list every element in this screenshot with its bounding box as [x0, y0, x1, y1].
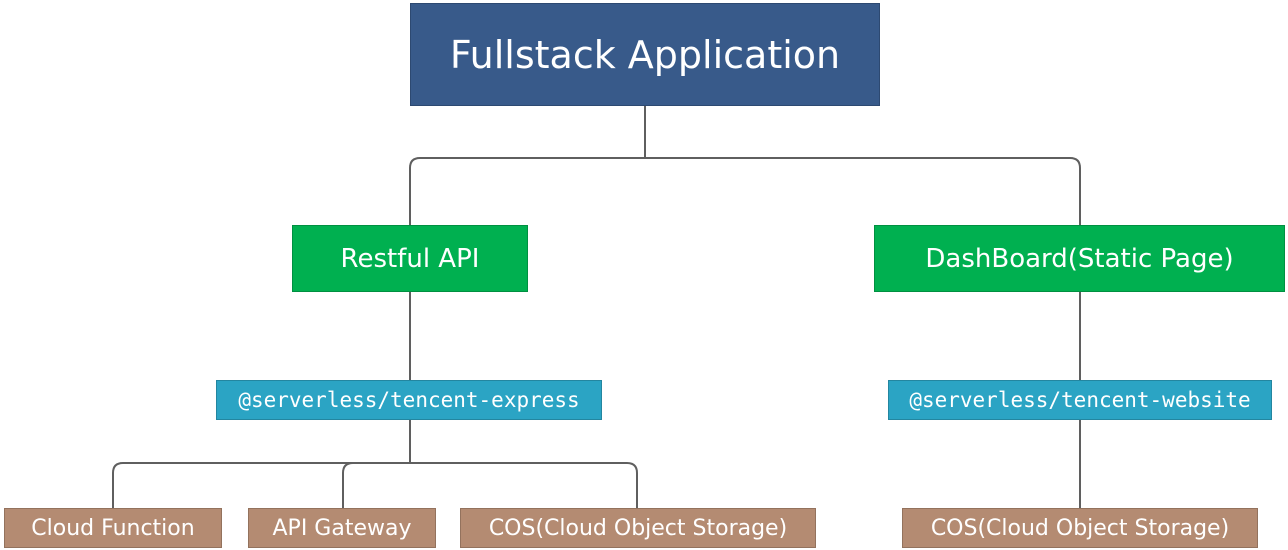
node-label: COS(Cloud Object Storage) — [488, 515, 788, 541]
edge-express-to-api-gateway — [342, 462, 410, 508]
edge-root-to-dashboard — [645, 157, 1081, 225]
node-label: DashBoard(Static Page) — [925, 243, 1234, 274]
node-label: API Gateway — [272, 515, 412, 541]
edge-express-to-cloud-function — [112, 462, 410, 508]
node-tencent-express: @serverless/tencent-express — [216, 380, 602, 420]
edge-root-to-restful-api — [409, 157, 645, 225]
node-cos-website: COS(Cloud Object Storage) — [902, 508, 1258, 548]
node-label: Fullstack Application — [449, 32, 841, 77]
node-label: Cloud Function — [31, 515, 195, 541]
node-label: @serverless/tencent-website — [909, 388, 1251, 412]
node-cloud-function: Cloud Function — [4, 508, 222, 548]
node-cos-express: COS(Cloud Object Storage) — [460, 508, 816, 548]
node-fullstack-application: Fullstack Application — [410, 3, 880, 106]
node-restful-api: Restful API — [292, 225, 528, 292]
node-tencent-website: @serverless/tencent-website — [888, 380, 1272, 420]
edge-express-to-cos — [410, 462, 638, 508]
node-label: Restful API — [340, 243, 480, 274]
node-label: COS(Cloud Object Storage) — [930, 515, 1230, 541]
node-api-gateway: API Gateway — [248, 508, 436, 548]
node-dashboard: DashBoard(Static Page) — [874, 225, 1285, 292]
node-label: @serverless/tencent-express — [238, 388, 580, 412]
